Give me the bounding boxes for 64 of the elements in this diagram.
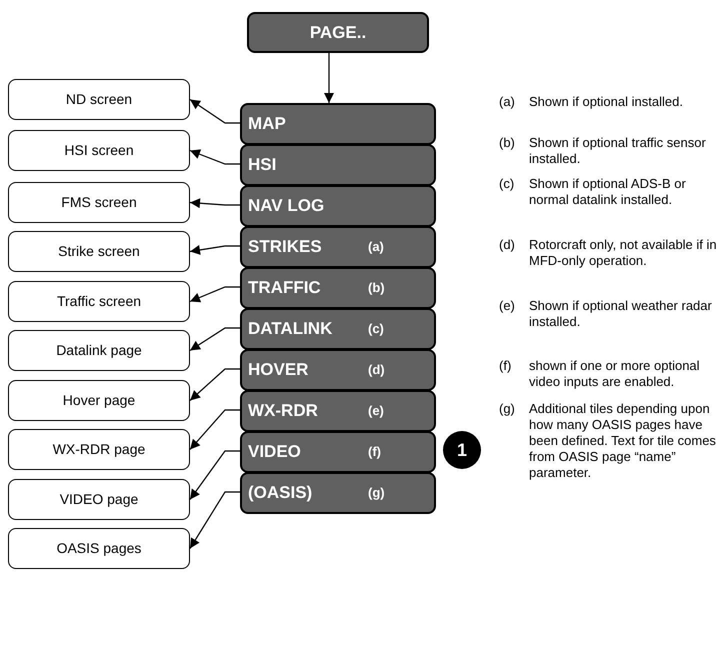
arrow: [190, 450, 240, 500]
arrow: [190, 245, 240, 255]
tile-label: NAV LOG: [248, 195, 324, 217]
arrow: [190, 198, 240, 208]
footnote-mark: (a): [499, 94, 515, 110]
callout-number: 1: [443, 431, 481, 469]
footnote-text: Additional tiles depending upon how many OASIS pages have been defined. Text for tile comes from OASIS page “name” parameter.: [529, 401, 717, 481]
tile-label: WX-RDR: [248, 400, 318, 422]
screen-box: FMS screen: [8, 182, 190, 223]
screen-box: VIDEO page: [8, 479, 190, 520]
tile-label: HOVER: [248, 359, 308, 381]
footnote-text: Shown if optional weather radar installed.: [529, 298, 713, 330]
footnote-mark: (g): [499, 401, 515, 417]
arrow: [190, 327, 240, 351]
menu-tile: [240, 308, 436, 350]
footnote-mark: (g): [368, 484, 385, 502]
menu-tile: [240, 349, 436, 391]
arrow: [190, 368, 240, 401]
tile-label: VIDEO: [248, 441, 301, 463]
menu-header-box: PAGE..: [247, 12, 429, 53]
footnote-mark: (e): [368, 402, 384, 420]
menu-tile: [240, 185, 436, 227]
footnote-text: Shown if optional ADS-B or normal datalink installed.: [529, 176, 687, 208]
menu-tile: [240, 472, 436, 514]
screen-box: OASIS pages: [8, 528, 190, 569]
arrow: [190, 99, 240, 124]
footnote-text: shown if one or more optional video inputs are enabled.: [529, 358, 701, 390]
footnote-mark: (a): [368, 238, 384, 256]
screen-box: ND screen: [8, 79, 190, 120]
screen-box: WX-RDR page: [8, 429, 190, 470]
arrow: [190, 409, 240, 450]
screen-box: Hover page: [8, 380, 190, 421]
footnote-mark: (f): [368, 443, 381, 461]
footnote-text: Shown if optional traffic sensor installed.: [529, 135, 707, 167]
footnote-text: Rotorcraft only, not available if in MFD-only operation.: [529, 237, 718, 269]
screen-box: Datalink page: [8, 330, 190, 371]
tile-label: (OASIS): [248, 482, 312, 504]
screen-box: HSI screen: [8, 130, 190, 171]
footnote-mark: (f): [499, 358, 512, 374]
footnote-mark: (c): [499, 176, 514, 192]
screen-box: Strike screen: [8, 231, 190, 272]
screen-box: Traffic screen: [8, 281, 190, 322]
menu-tile: [240, 267, 436, 309]
footnote-mark: (c): [368, 320, 384, 338]
footnote-mark: (b): [368, 279, 385, 297]
tile-label: TRAFFIC: [248, 277, 321, 299]
footnote-mark: (d): [368, 361, 385, 379]
arrow: [190, 149, 240, 165]
footnote-mark: (b): [499, 135, 515, 151]
menu-tile: [240, 431, 436, 473]
arrow: [324, 53, 334, 103]
tile-label: MAP: [248, 113, 286, 135]
tile-label: STRIKES: [248, 236, 322, 258]
arrow: [189, 491, 240, 549]
arrow: [190, 286, 240, 302]
menu-tile: [240, 226, 436, 268]
footnote-mark: (d): [499, 237, 515, 253]
menu-tile: [240, 144, 436, 186]
tile-label: DATALINK: [248, 318, 332, 340]
menu-tile: [240, 390, 436, 432]
menu-tile: [240, 103, 436, 145]
tile-label: HSI: [248, 154, 276, 176]
footnote-mark: (e): [499, 298, 515, 314]
footnote-text: Shown if optional installed.: [529, 94, 684, 110]
